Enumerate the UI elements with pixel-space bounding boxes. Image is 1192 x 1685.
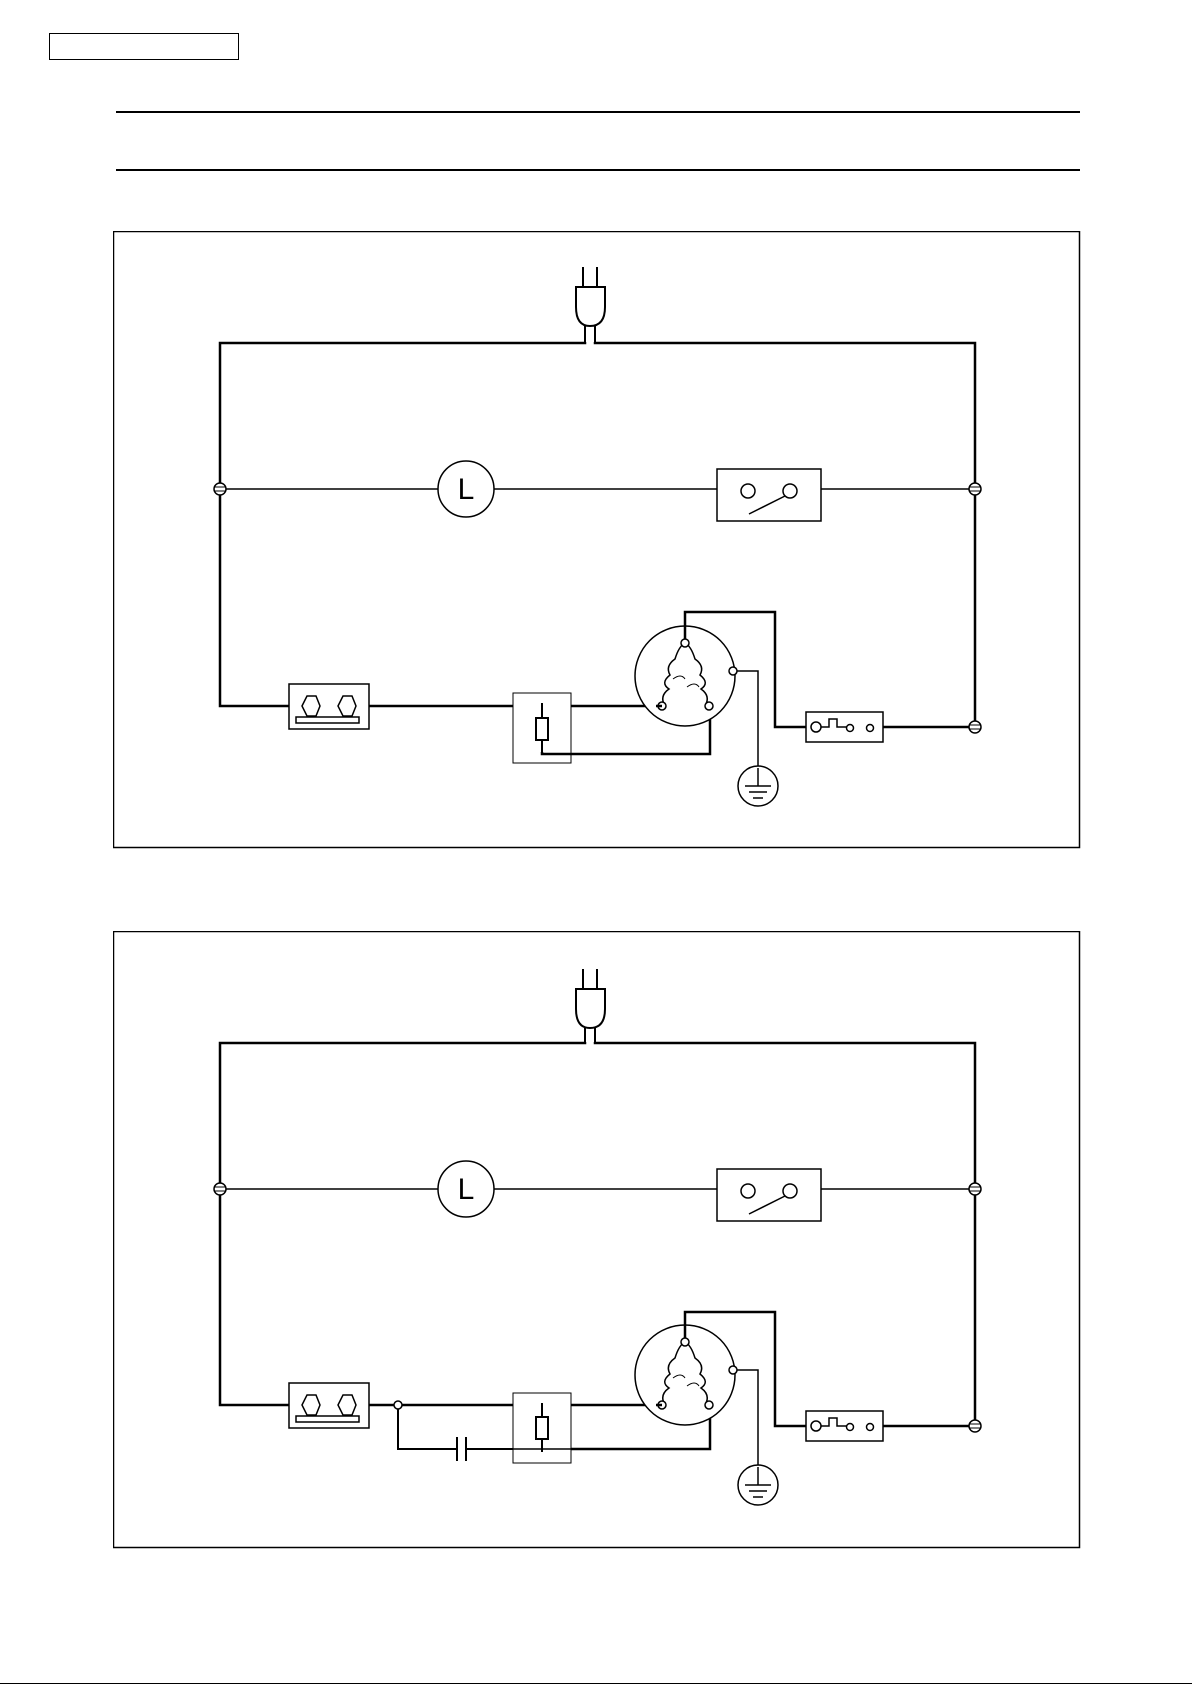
lamp-label: L xyxy=(458,473,475,506)
terminal-node-icon xyxy=(969,721,981,733)
door-switch-icon xyxy=(717,469,821,521)
capacitor-icon xyxy=(457,1437,466,1461)
wire-bus xyxy=(220,342,975,726)
overload-protector-icon xyxy=(806,712,883,742)
footer-rule xyxy=(0,1683,1192,1684)
junction-node-icon xyxy=(394,1401,402,1409)
wire-ground xyxy=(737,1370,758,1467)
power-plug-icon xyxy=(576,969,605,1042)
lamp-label: L xyxy=(458,1173,475,1206)
terminal-node-icon xyxy=(969,483,981,495)
wiring-diagram-with-capacitor: L xyxy=(113,931,1081,1549)
title-rule-bottom xyxy=(116,169,1080,171)
title-rule-top xyxy=(116,111,1080,113)
terminal-node-icon xyxy=(969,1183,981,1195)
header-box xyxy=(49,33,239,60)
wire-ground xyxy=(737,671,758,768)
door-switch-icon xyxy=(717,1169,821,1221)
terminal-node-icon xyxy=(214,1183,226,1195)
compressor-icon xyxy=(635,626,737,726)
wiring-diagram-standard: L xyxy=(113,231,1081,849)
thermostat-icon xyxy=(289,684,369,729)
terminal-node-icon xyxy=(969,1420,981,1432)
overload-protector-icon xyxy=(806,1411,883,1441)
thermostat-icon xyxy=(289,1383,369,1428)
terminal-node-icon xyxy=(214,483,226,495)
compressor-icon xyxy=(635,1325,737,1425)
wire-bus xyxy=(220,1042,975,1426)
lamp: L xyxy=(438,1161,494,1217)
ground-icon xyxy=(738,766,778,806)
ground-icon xyxy=(738,1465,778,1505)
capacitor-branch xyxy=(394,1401,513,1461)
section-title xyxy=(116,120,1080,160)
lamp: L xyxy=(438,461,494,517)
power-plug-icon xyxy=(576,267,605,342)
